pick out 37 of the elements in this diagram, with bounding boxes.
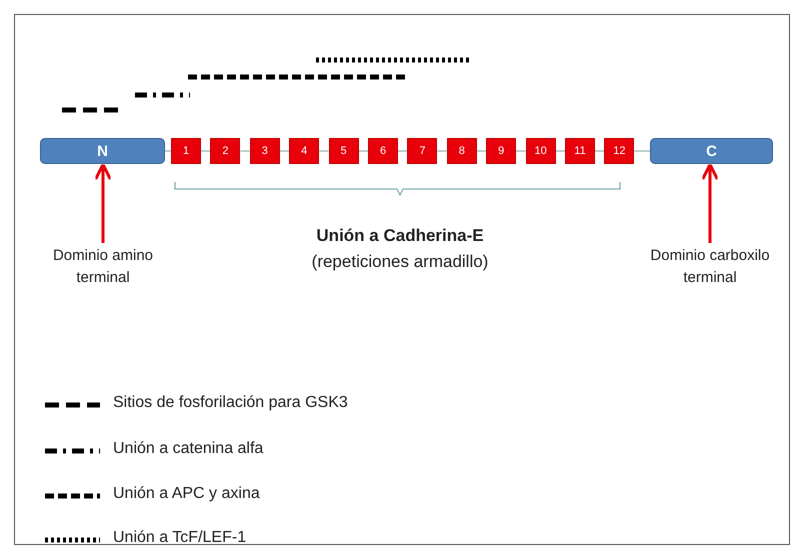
linker-line [318,150,330,152]
legend-text: Unión a catenina alfa [113,440,264,458]
repeat-box: 2 [210,138,240,164]
bracket-label: (repeticiones armadillo) [310,252,490,272]
linker-line [358,150,368,152]
repeat-box: 11 [565,138,595,164]
linker-line [516,150,526,152]
repeat-box: 10 [526,138,556,164]
linker-line [240,150,250,152]
arrow [94,163,112,243]
legend-text: Sitios de fosforilación para GSK3 [113,394,348,412]
repeat-box: 1 [171,138,201,164]
linker-line [555,150,566,152]
linker-line [398,150,408,152]
domain-label: Dominio amino terminal [38,245,168,291]
repeat-box: 5 [328,138,359,164]
repeat-box: 8 [446,138,477,164]
legend-text: Unión a APC y axina [113,485,260,503]
domain-label: Dominio carboxilo terminal [645,245,775,291]
legend-text: Unión a TcF/LEF-1 [113,529,246,547]
repeat-box: 4 [289,138,320,164]
linker-line [436,150,448,152]
linker-line [594,150,605,152]
repeat-box: 3 [250,138,280,164]
terminal-domain-box: N [40,138,165,164]
repeat-box: 12 [604,138,634,164]
arrow [701,163,719,243]
repeat-box: 9 [486,138,516,164]
linker-line [164,150,172,152]
repeat-box: 6 [368,138,398,164]
linker-line [279,150,290,152]
repeat-box: 7 [407,138,438,164]
linker-line [634,150,650,152]
bracket-label: Unión a Cadherina-E [315,226,485,246]
linker-line [476,150,487,152]
terminal-domain-box: C [650,138,773,164]
linker-line [200,150,211,152]
